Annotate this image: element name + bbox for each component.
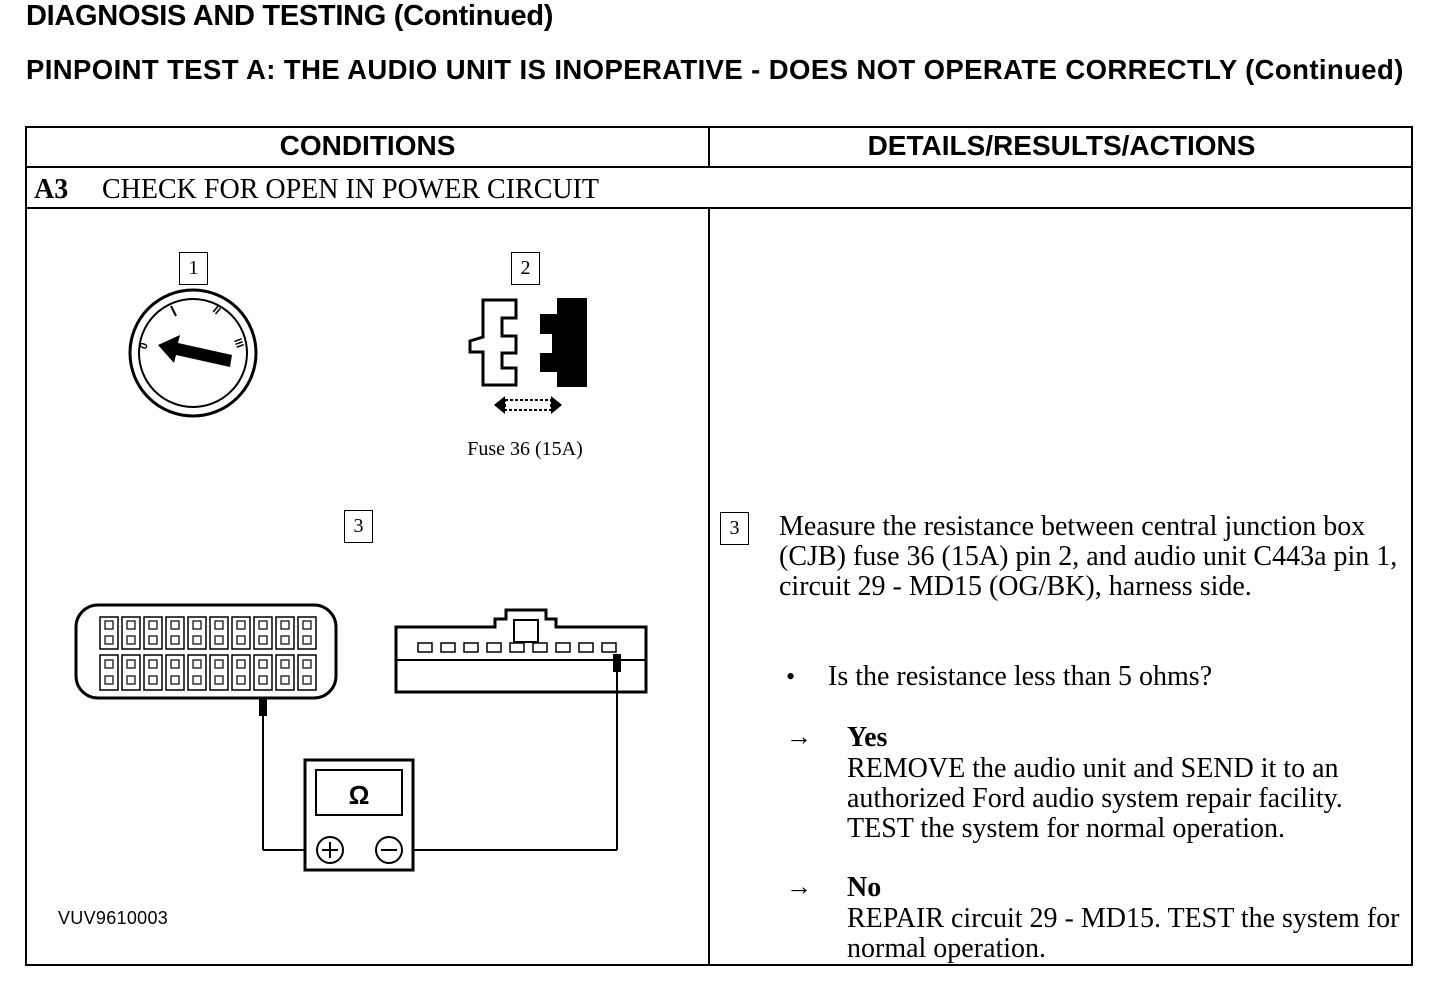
callout-1: 1 bbox=[179, 252, 208, 285]
ohm-symbol: Ω bbox=[349, 780, 370, 810]
figure-id: VUV9610003 bbox=[58, 908, 169, 928]
step-title: CHECK FOR OPEN IN POWER CIRCUIT bbox=[102, 174, 600, 205]
details-callout: 3 bbox=[720, 512, 749, 545]
yes-label: Yes bbox=[847, 722, 888, 753]
switch-key-arrow-icon bbox=[158, 335, 232, 367]
no-arrow-icon: → bbox=[786, 872, 812, 901]
test-leads bbox=[259, 654, 621, 851]
arrow-left-icon bbox=[494, 396, 505, 414]
column-divider bbox=[708, 207, 710, 966]
arrow-right-icon bbox=[551, 396, 562, 414]
audio-connector-icon bbox=[394, 608, 648, 694]
measure-instruction: Measure the resistance between central j… bbox=[779, 511, 1398, 602]
switch-pos-I-mark bbox=[170, 305, 177, 317]
column-divider-top bbox=[708, 126, 710, 168]
ignition-switch-icon: 0 II III bbox=[128, 288, 258, 418]
cjb-connector-icon bbox=[74, 603, 338, 700]
callout-3: 3 bbox=[344, 510, 373, 543]
header-divider bbox=[25, 166, 1413, 168]
yes-action-text: REMOVE the audio unit and SEND it to an … bbox=[847, 753, 1343, 844]
section-title: DIAGNOSIS AND TESTING (Continued) bbox=[26, 0, 554, 32]
step-divider bbox=[25, 207, 1413, 209]
switch-pos-III: III bbox=[231, 337, 245, 350]
column-header-conditions: CONDITIONS bbox=[279, 130, 456, 161]
pinpoint-test-title: PINPOINT TEST A: THE AUDIO UNIT IS INOPE… bbox=[26, 54, 1404, 85]
yes-arrow-icon: → bbox=[786, 722, 812, 751]
ohmmeter-icon: Ω bbox=[303, 758, 415, 872]
fuse-caption: Fuse 36 (15A) bbox=[467, 438, 583, 460]
pinpoint-table bbox=[25, 126, 1413, 966]
switch-pos-0: 0 bbox=[138, 341, 151, 351]
no-label: No bbox=[847, 872, 882, 903]
no-action-text: REPAIR circuit 29 - MD15. TEST the syste… bbox=[847, 903, 1400, 964]
column-header-actions: DETAILS/RESULTS/ACTIONS bbox=[867, 130, 1256, 161]
fuse-icon bbox=[468, 298, 587, 414]
question-text: Is the resistance less than 5 ohms? bbox=[828, 661, 1213, 692]
callout-2: 2 bbox=[511, 252, 540, 285]
step-id: A3 bbox=[34, 174, 69, 205]
question-bullet: • bbox=[786, 662, 796, 691]
